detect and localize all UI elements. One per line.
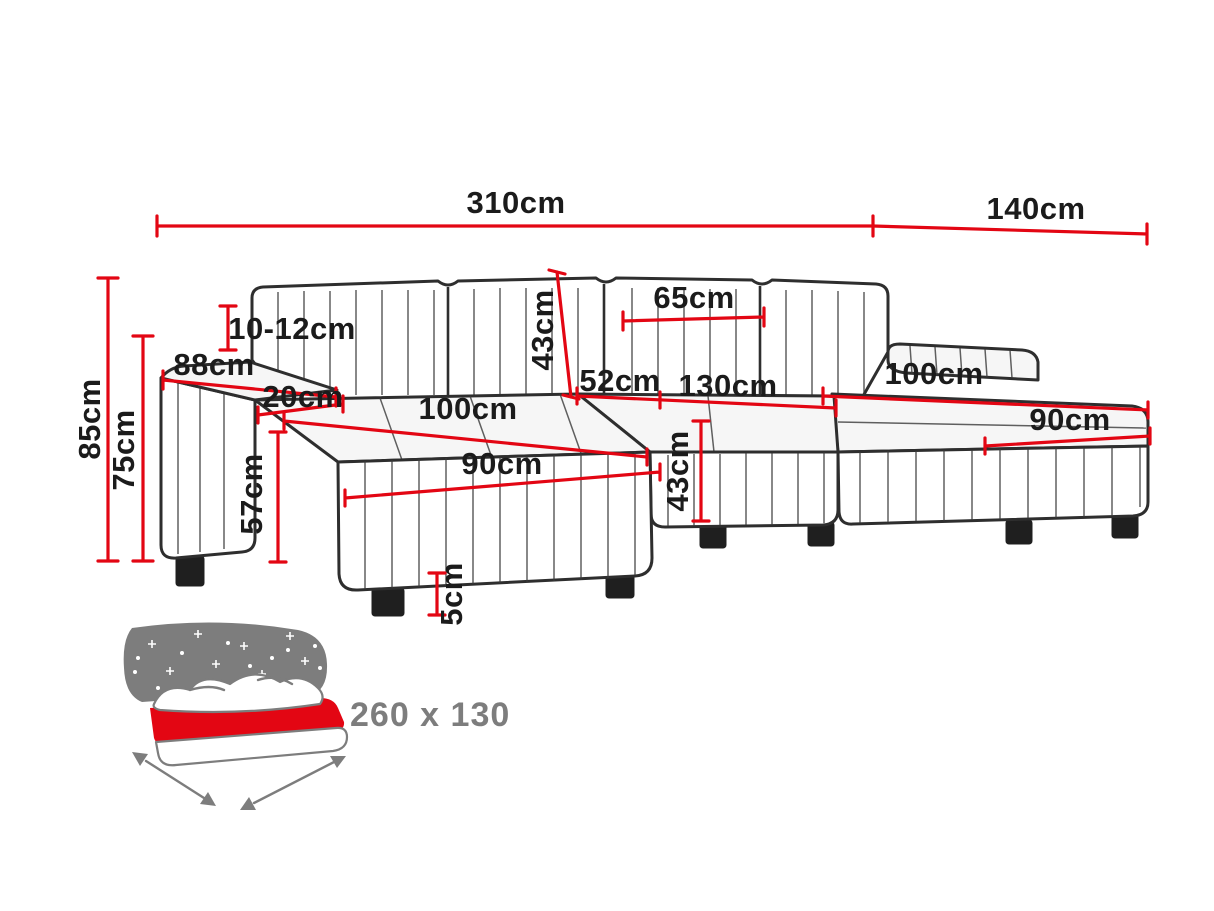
sleeping-size-label: 260 x 130 <box>350 696 510 734</box>
label-back-cushion-width: 65cm <box>653 280 734 315</box>
left-chaise-seat-seams <box>379 393 583 461</box>
dimension-lines <box>96 214 1152 617</box>
left-armrest-tufting <box>177 378 225 554</box>
dimline-back-cushion-width <box>621 306 766 332</box>
label-middle-width: 130cm <box>678 368 777 403</box>
length-arrow-icon <box>252 760 336 805</box>
star-dots <box>133 641 322 690</box>
blanket <box>152 673 324 714</box>
label-total-width: 310cm <box>466 185 565 220</box>
label-total-depth: 140cm <box>986 191 1085 226</box>
right-chaise-seat-seam <box>837 421 1147 429</box>
arrowhead <box>330 756 346 768</box>
sofa-illustration <box>159 276 1150 617</box>
dimline-armrest-depth <box>161 369 338 408</box>
dimline-armrest-offset <box>218 304 238 352</box>
label-middle-height: 43cm <box>660 430 695 511</box>
sofa-backrest <box>250 276 890 404</box>
left-chaise-front <box>336 450 654 592</box>
arrowhead <box>200 792 216 806</box>
dimline-seat-depth-and-middle-width <box>575 386 838 418</box>
label-left-chaise-length: 100cm <box>418 391 517 426</box>
middle-front-tufting <box>667 452 825 526</box>
arrowhead <box>240 797 256 810</box>
blanket-folds <box>188 676 294 692</box>
sofa-leg <box>1005 519 1033 545</box>
backrest-tufting <box>277 288 865 398</box>
bed-with-stars-icon <box>123 622 349 810</box>
dimline-left-chaise-width <box>343 462 662 508</box>
sofa-leg <box>175 555 205 587</box>
width-arrow-icon <box>144 759 206 800</box>
dimension-labels: 310cm 140cm 85cm 75cm 10-12cm 88cm 20cm … <box>72 185 1110 626</box>
right-chaise-seat-top <box>830 392 1150 454</box>
label-right-chaise-length: 100cm <box>884 356 983 391</box>
right-chaise-front-tufting <box>859 447 1141 523</box>
arrowhead <box>132 752 148 766</box>
label-backrest-height: 43cm <box>525 289 560 370</box>
dimline-total-depth <box>871 222 1149 246</box>
dimline-height-75 <box>131 334 155 563</box>
dimline-seat-height <box>268 430 288 564</box>
right-armrest-tufting <box>909 345 1013 379</box>
label-seat-height: 57cm <box>234 453 269 534</box>
dimline-leg-height <box>427 571 447 617</box>
left-armrest-front <box>159 376 257 560</box>
label-armrest-depth: 88cm <box>173 347 254 382</box>
dimline-left-chaise-length <box>282 411 649 467</box>
middle-seat-seam <box>707 395 715 453</box>
size-arrows <box>132 752 346 810</box>
dimline-right-chaise-length <box>821 386 1150 420</box>
label-armrest-offset: 10-12cm <box>228 311 356 346</box>
label-height-75: 75cm <box>106 409 141 490</box>
dimline-right-chaise-width <box>983 426 1152 456</box>
label-total-height: 85cm <box>72 378 107 459</box>
sofa-legs <box>175 513 1139 617</box>
right-chaise-front <box>836 444 1150 526</box>
dimline-middle-height <box>691 419 711 523</box>
label-right-chaise-width: 90cm <box>1029 402 1110 437</box>
label-leg-height: 5cm <box>434 562 469 626</box>
label-armrest-width: 20cm <box>262 379 343 414</box>
backrest-cushion-seams <box>446 284 762 398</box>
mattress-base <box>154 726 349 767</box>
right-armrest <box>886 342 1040 382</box>
dimline-armrest-width <box>256 394 345 425</box>
dimline-total-height <box>96 276 120 563</box>
label-left-chaise-width: 90cm <box>461 446 542 481</box>
sofa-leg <box>371 587 405 617</box>
label-seat-depth: 52cm <box>579 363 660 398</box>
left-chaise-front-tufting <box>364 452 636 589</box>
